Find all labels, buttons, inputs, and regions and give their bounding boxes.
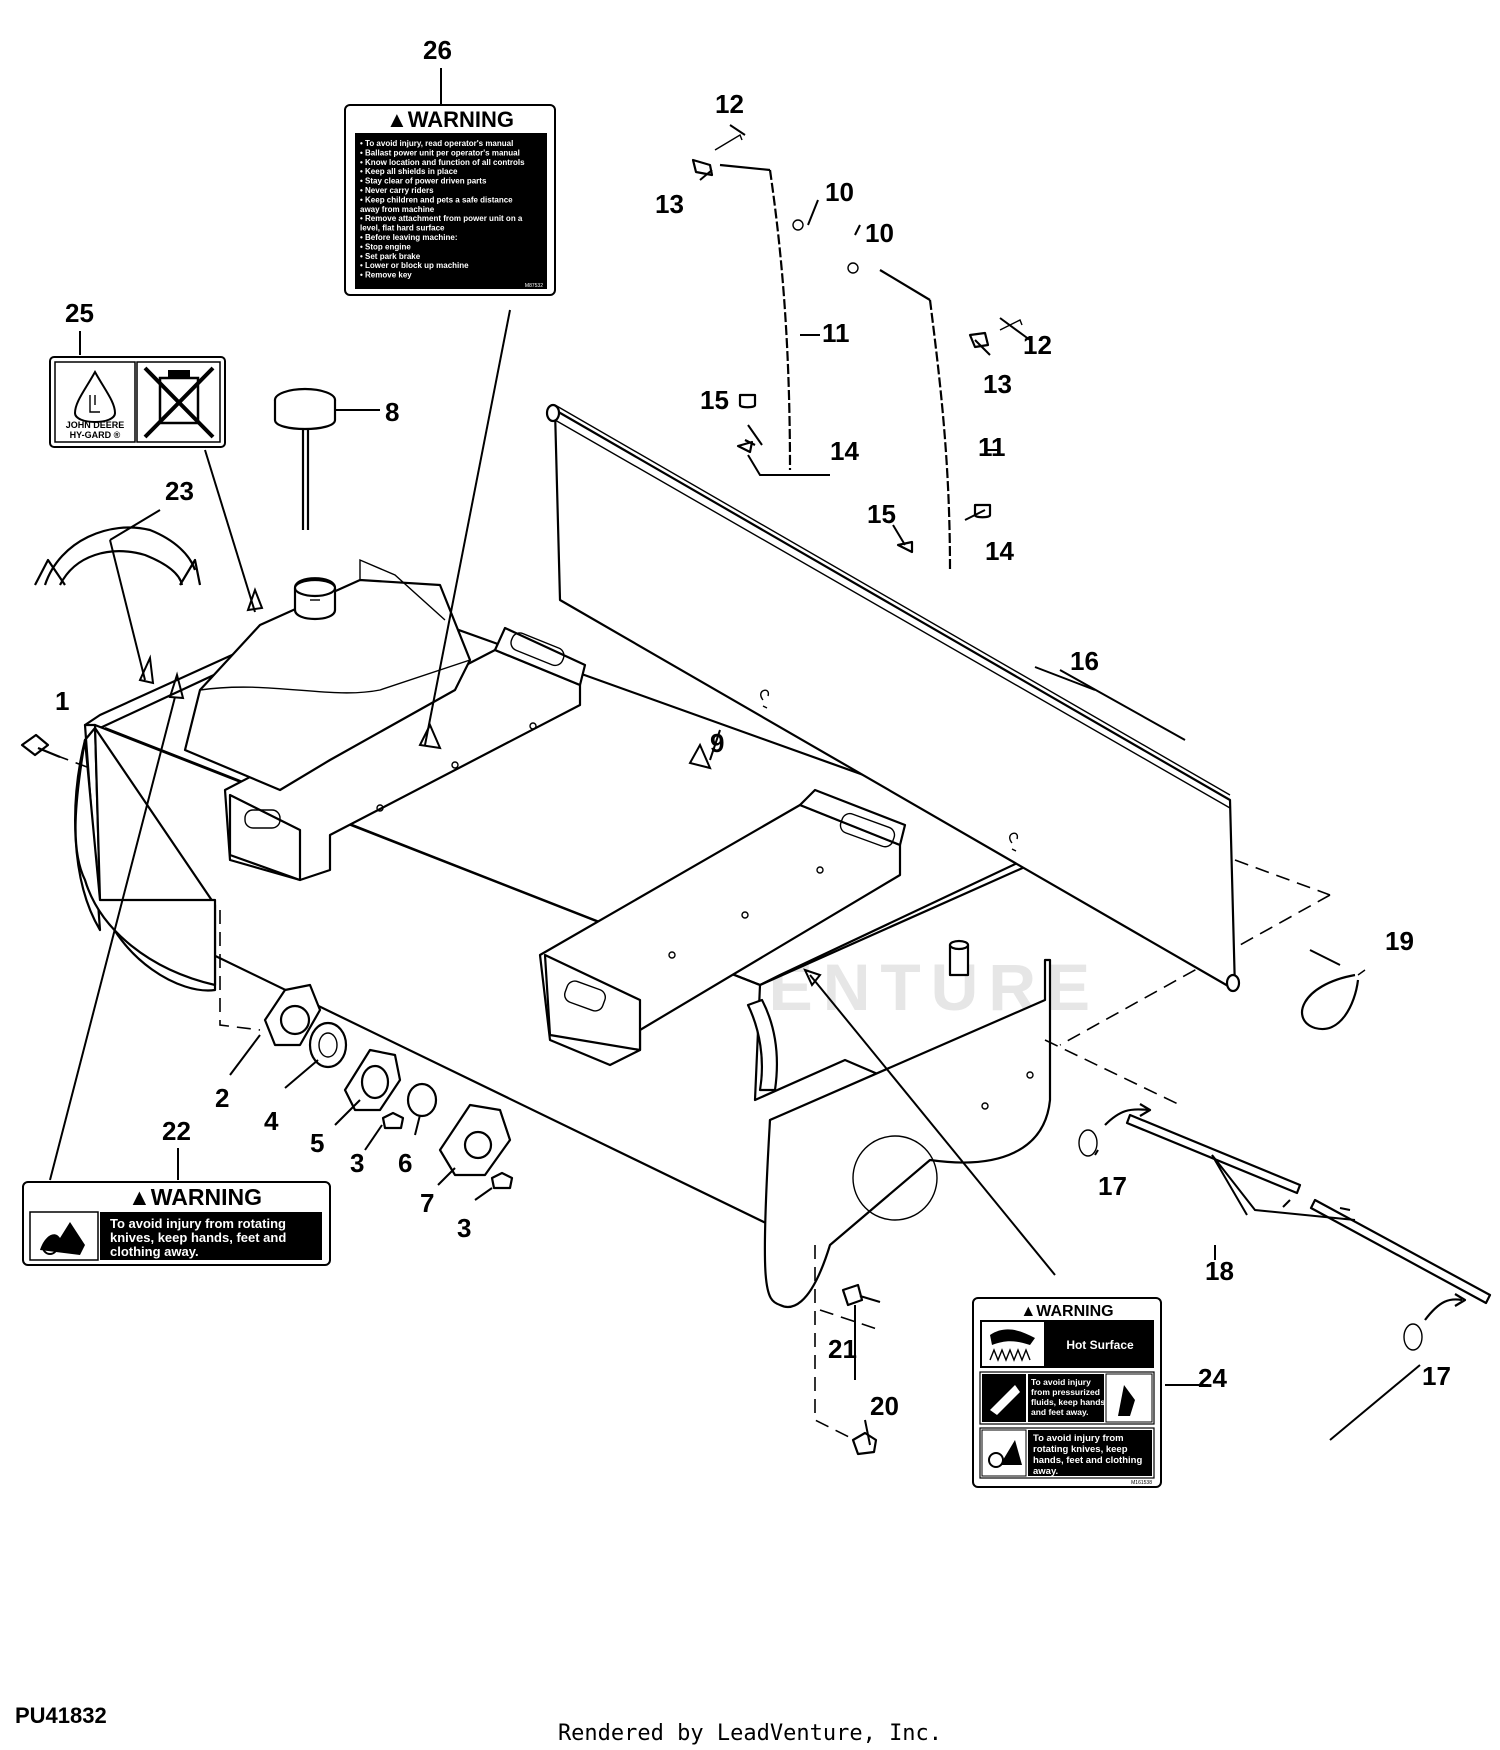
decal-26-line: • Keep children and pets a safe distance — [360, 195, 513, 204]
part-label: 15 — [867, 499, 896, 529]
warning-triangle-icon: ▲ — [1020, 1303, 1036, 1320]
part-label: 1 — [55, 686, 69, 716]
decal-24-hot-surface: Hot Surface — [1066, 1338, 1134, 1352]
part-label: 5 — [310, 1128, 324, 1158]
part-label: 4 — [264, 1106, 279, 1136]
strap-19 — [1300, 969, 1366, 1031]
pins-18 — [1125, 1113, 1492, 1305]
decal-22: ▲WARNING To avoid injury from rotating k… — [22, 1181, 331, 1266]
part-label: 13 — [655, 189, 684, 219]
part-label: 11 — [822, 318, 850, 348]
part-label: 6 — [398, 1148, 412, 1178]
part-label: 10 — [825, 177, 854, 207]
dipstick — [273, 387, 337, 530]
clips-17 — [1078, 1103, 1467, 1351]
decal-26: ▲WARNING • To avoid injury, read operato… — [344, 104, 556, 296]
part-label: 17 — [1098, 1171, 1127, 1201]
part-label: 9 — [710, 728, 724, 758]
decal-24-code: M161538 — [1131, 1480, 1152, 1486]
part-label: 7 — [420, 1188, 434, 1218]
part-label: 25 — [65, 298, 94, 328]
part-number-labels: 1 2 3 3 4 5 6 7 8 9 10 10 11 11 12 12 13… — [55, 35, 1451, 1421]
part-label: 12 — [1023, 330, 1052, 360]
part-label: 26 — [423, 35, 452, 65]
part-label: 11 — [978, 432, 1006, 462]
part-label: 22 — [162, 1116, 191, 1146]
part-label: 8 — [385, 397, 399, 427]
decal-24: ▲WARNING Hot Surface To avoid injury fro… — [972, 1297, 1162, 1488]
decal-25: JOHN DEERE HY-GARD ® — [49, 356, 226, 448]
part-label: 24 — [1198, 1363, 1227, 1393]
part-label: 18 — [1205, 1256, 1234, 1286]
decal-26-line: • Stop engine — [360, 242, 411, 251]
part-label: 2 — [215, 1083, 229, 1113]
left-bracket — [223, 626, 587, 882]
part-label: 12 — [715, 89, 744, 119]
bolt-1 — [20, 733, 61, 759]
part-label: 15 — [700, 385, 729, 415]
decal-26-line: • Keep all shields in place — [360, 167, 458, 176]
no-container-icon — [143, 366, 215, 439]
decal-26-line: • Remove attachment from power unit on a — [360, 214, 523, 223]
decal-26-line: • Ballast power unit per operator's manu… — [360, 148, 520, 157]
part-label: 17 — [1422, 1361, 1451, 1391]
decal-26-line: • Remove key — [360, 271, 412, 280]
decal-26-title: ▲WARNING — [386, 107, 514, 132]
leader-lines — [49, 68, 1421, 1446]
decal-26-line: • Stay clear of power driven parts — [360, 177, 487, 186]
decal-26-line: • Set park brake — [360, 252, 421, 261]
chain-left — [691, 133, 804, 471]
decal-22-title: ▲WARNING — [128, 1184, 262, 1210]
assembly-dashes — [54, 754, 1331, 1441]
right-bracket — [538, 788, 970, 1092]
part-label: 13 — [983, 369, 1012, 399]
decal-26-line: • Never carry riders — [360, 186, 434, 195]
part-label: 10 — [865, 218, 894, 248]
fuel-tank — [183, 558, 472, 792]
warning-triangle-icon: ▲ — [128, 1184, 151, 1210]
decal-26-line: • Know location and function of all cont… — [360, 158, 525, 167]
footer-credit: Rendered by LeadVenture, Inc. — [558, 1721, 942, 1746]
warning-triangle-icon: ▲ — [386, 107, 408, 132]
bolt-21 — [841, 1283, 881, 1307]
rotating-knives-icon — [981, 1429, 1027, 1477]
decal-24-title: ▲WARNING — [1020, 1303, 1113, 1320]
decal-26-line: • To avoid injury, read operator's manua… — [360, 139, 513, 148]
part-label: 20 — [870, 1391, 899, 1421]
part-label: 21 — [828, 1334, 857, 1364]
decal-24-panel3-text: To avoid injury from rotating knives, ke… — [1033, 1433, 1145, 1477]
decal-26-line: • Lower or block up machine — [360, 261, 469, 270]
decal-26-line: • Before leaving machine: — [360, 233, 458, 242]
decal-26-text: • To avoid injury, read operator's manua… — [360, 139, 543, 289]
decal-25-brand-line1: JOHN DEERE — [66, 420, 125, 430]
nut-20 — [851, 1431, 878, 1456]
rotation-arrow — [34, 526, 202, 586]
decal-26-code: M87532 — [525, 283, 543, 289]
decal-22-text: To avoid injury from rotating knives, ke… — [110, 1216, 290, 1259]
part-label: 3 — [457, 1213, 471, 1243]
part-label: 23 — [165, 476, 194, 506]
part-label: 16 — [1070, 646, 1099, 676]
part-label: 14 — [830, 436, 859, 466]
figure-id: PU41832 — [15, 1703, 107, 1728]
rotating-knives-icon — [40, 1222, 85, 1255]
decal-24-panel2-text: To avoid injury from pressurized fluids,… — [1031, 1377, 1108, 1417]
part-label: 19 — [1385, 926, 1414, 956]
bearing-assembly — [263, 983, 514, 1190]
decal-26-line: level, flat hard surface — [360, 224, 445, 233]
part-label: 3 — [350, 1148, 364, 1178]
part-label: 14 — [985, 536, 1014, 566]
hot-surface-icon — [982, 1322, 1044, 1366]
decal-25-brand-line2: HY-GARD ® — [70, 430, 121, 440]
shield-panel — [545, 403, 1241, 993]
decal-26-line: away from machine — [360, 205, 435, 214]
